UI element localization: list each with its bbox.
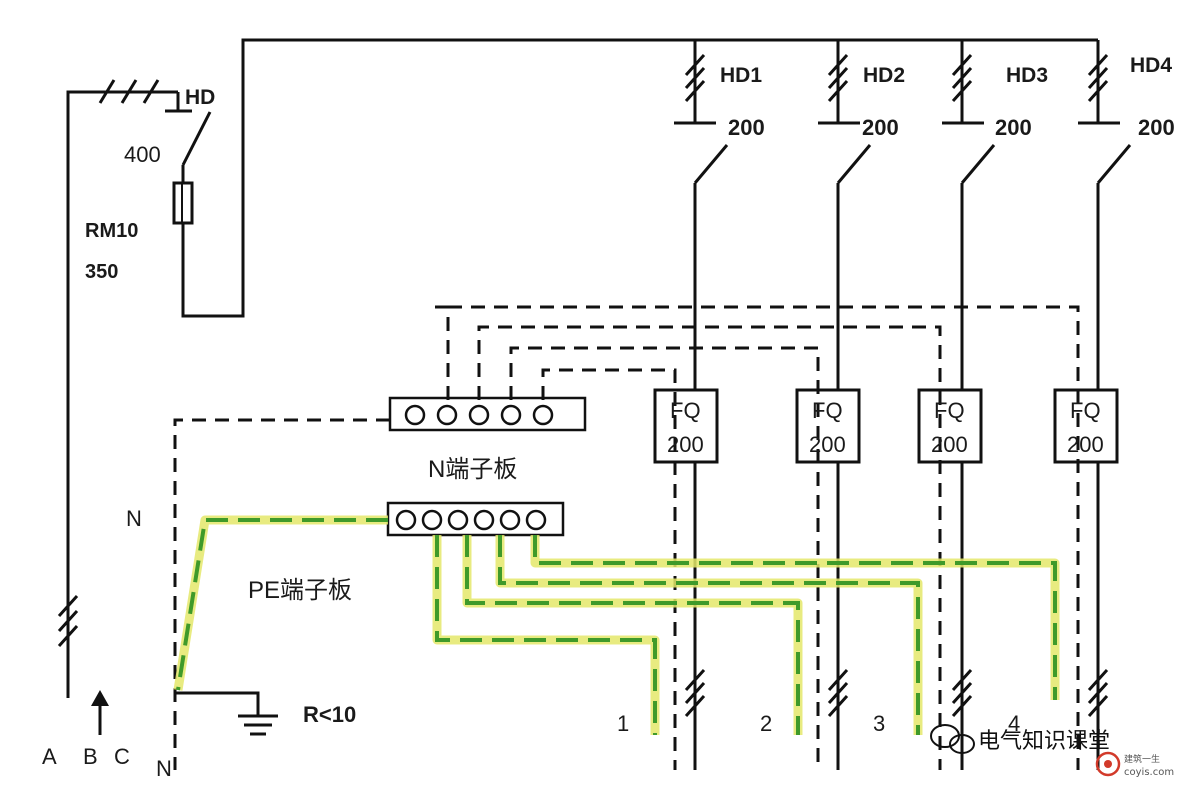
neutral-label-bottom: N xyxy=(156,756,172,781)
branch-switch-rating-2: 200 xyxy=(862,115,899,140)
main-feed xyxy=(57,38,1098,698)
fuse-rating-4: 200 xyxy=(1067,432,1104,457)
output-label-3: 3 xyxy=(873,711,885,736)
branch-4 xyxy=(1053,40,1132,770)
site-logo-icon xyxy=(1095,751,1121,777)
output-label-2: 2 xyxy=(760,711,772,736)
neutral-label-top: N xyxy=(126,506,142,531)
fuse-name-1: FQ xyxy=(670,398,701,423)
branch-switch-name-2: HD2 xyxy=(863,64,905,87)
output-label-1: 1 xyxy=(617,711,629,736)
neutral-wiring xyxy=(173,305,1080,770)
main-fuse-rating: 350 xyxy=(85,261,118,283)
arrow-up-icon xyxy=(91,690,109,735)
output-label-4: 4 xyxy=(1008,711,1020,736)
branch-1 xyxy=(653,40,729,770)
fuse-rating-3: 200 xyxy=(931,432,968,457)
pe-terminal-label: PE端子板 xyxy=(248,577,352,604)
pe-wiring-green xyxy=(176,518,1057,735)
main-switch-rating: 400 xyxy=(124,142,161,167)
fuse-name-4: FQ xyxy=(1070,398,1101,423)
watermark-sub: 建筑一生 xyxy=(1124,753,1160,765)
branch-switch-name-3: HD3 xyxy=(1006,64,1048,87)
ground-icon xyxy=(175,691,278,736)
n-terminal-label: N端子板 xyxy=(428,456,517,483)
phase-label-b: B xyxy=(83,744,98,769)
main-switch-name: HD xyxy=(185,86,215,109)
phase-label-a: A xyxy=(42,744,57,769)
pe-terminal-block xyxy=(386,501,565,537)
branch-switch-rating-3: 200 xyxy=(995,115,1032,140)
watermark-site: coyis.com xyxy=(1124,767,1174,778)
fuse-name-2: FQ xyxy=(812,398,843,423)
branch-switch-rating-1: 200 xyxy=(728,115,765,140)
n-terminal-block xyxy=(388,396,587,432)
branch-switch-name-1: HD1 xyxy=(720,64,762,87)
ground-resistance-label: R<10 xyxy=(303,702,356,727)
wechat-logo-icon xyxy=(930,724,975,754)
fuse-rating-2: 200 xyxy=(809,432,846,457)
fuse-name-3: FQ xyxy=(934,398,965,423)
branch-switch-name-4: HD4 xyxy=(1130,54,1172,77)
branch-3 xyxy=(917,40,996,770)
main-fuse-type: RM10 xyxy=(85,220,138,242)
watermark-title: 电气知识课堂 xyxy=(978,729,1110,754)
branch-switch-rating-4: 200 xyxy=(1138,115,1175,140)
phase-label-c: C xyxy=(114,744,130,769)
branch-2 xyxy=(795,40,872,770)
fuse-rating-1: 200 xyxy=(667,432,704,457)
